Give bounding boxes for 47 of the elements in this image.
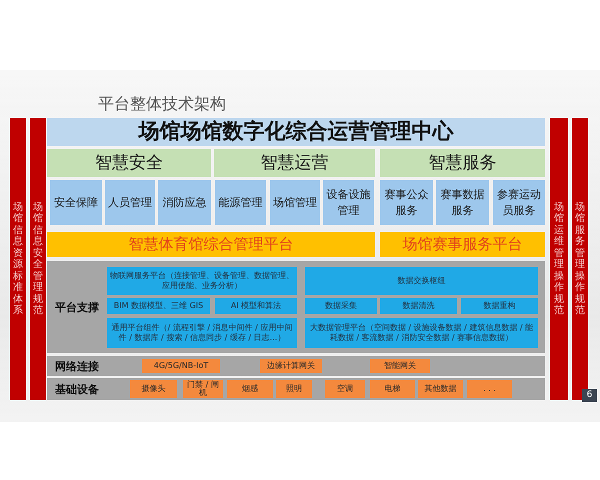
page-number: 6 — [582, 389, 597, 402]
module-box: 安全保障 — [50, 180, 102, 225]
vertical-banner: 场馆信息资源标准体系 — [10, 118, 26, 400]
item-tag: 摄像头 — [130, 380, 177, 398]
vertical-banner: 场馆运维管理操作规范 — [550, 118, 568, 400]
vertical-banner: 场馆服务管理操作规范 — [572, 118, 588, 400]
layer-band — [47, 378, 545, 400]
service-box: BIM 数据模型、三维 GIS — [107, 298, 210, 314]
service-box: 通用平台组件（/ 流程引擎 / 消息中间件 / 应用中间件 / 数据库 / 搜索 / 信息同步 / 缓存 / 日志...） — [107, 318, 297, 348]
module-box: 人员管理 — [105, 180, 155, 225]
service-box: AI 模型和算法 — [215, 298, 297, 314]
module-box: 能源管理 — [215, 180, 266, 225]
item-tag: 其他数据 — [418, 380, 463, 398]
layer-band — [47, 261, 545, 353]
category-header: 智慧运营 — [214, 149, 375, 177]
category-header: 智慧服务 — [380, 149, 545, 177]
platform-bar: 智慧体育馆综合管理平台 — [47, 232, 375, 257]
item-tag: 智能网关 — [370, 359, 430, 373]
item-tag: 烟感 — [227, 380, 273, 398]
layer-label: 基础设备 — [54, 382, 100, 398]
layer-band — [47, 356, 545, 376]
item-tag: 4G/5G/NB-IoT — [142, 359, 220, 373]
module-box: 场馆管理 — [270, 180, 320, 225]
platform-bar: 场馆赛事服务平台 — [380, 232, 545, 257]
item-tag: 照明 — [276, 380, 312, 398]
service-box: 大数据管理平台（空间数据 / 设施设备数据 / 建筑信息数据 / 能耗数据 / 客流数据 / 消防安全数据 / 赛事信息数据） — [305, 318, 538, 348]
service-box: 数据交换枢纽 — [305, 267, 538, 295]
module-box: 赛事数据服务 — [436, 180, 489, 225]
service-box: 物联网服务平台（连接管理、设备管理、数据管理、应用使能、业务分析） — [107, 267, 297, 295]
module-box: 参赛运动员服务 — [493, 180, 545, 225]
module-box: 消防应急 — [158, 180, 211, 225]
module-box: 赛事公众服务 — [380, 180, 433, 225]
item-tag: 空调 — [325, 380, 365, 398]
item-tag: . . . — [467, 380, 512, 398]
service-box: 数据清洗 — [380, 298, 457, 314]
title-banner: 场馆场馆数字化综合运营管理中心 — [47, 118, 545, 146]
slide-title: 平台整体技术架构 — [98, 95, 226, 113]
layer-label: 网络连接 — [54, 358, 100, 374]
layer-label: 平台支撑 — [54, 300, 100, 316]
item-tag: 边缘计算网关 — [260, 359, 322, 373]
module-box: 设备设施管理 — [323, 180, 374, 225]
service-box: 数据重构 — [461, 298, 538, 314]
item-tag: 门禁 / 闸机 — [183, 380, 223, 398]
service-box: 数据采集 — [305, 298, 377, 314]
category-header: 智慧安全 — [47, 149, 211, 177]
vertical-banner: 场馆信息安全管理规范 — [30, 118, 46, 400]
item-tag: 电梯 — [370, 380, 415, 398]
